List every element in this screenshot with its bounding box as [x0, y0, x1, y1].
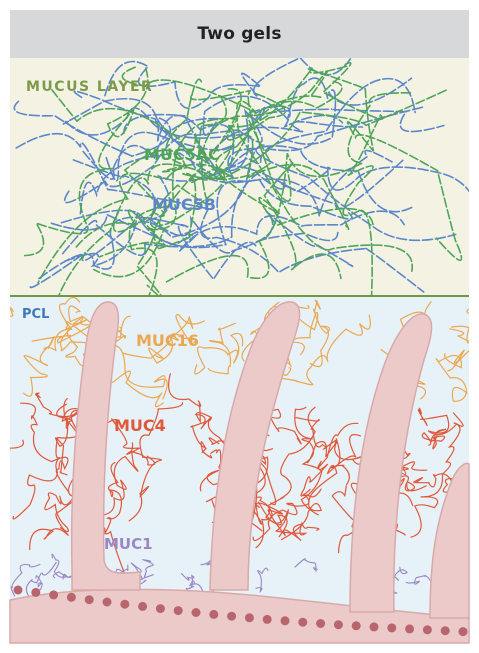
cell-dot: [156, 604, 165, 613]
cell-dot: [138, 602, 147, 611]
pcl-label: PCL: [22, 307, 49, 322]
mucus-layer-label: MUCUS LAYER: [26, 79, 153, 95]
cell-dot: [423, 625, 432, 634]
cell-dot: [103, 598, 112, 607]
cell-dot: [174, 606, 183, 615]
cell-dot: [31, 588, 40, 597]
cell-dot: [67, 593, 76, 602]
muc16-label: MUC16: [136, 331, 199, 350]
cell-dot: [245, 613, 254, 622]
cell-dot: [459, 627, 468, 636]
cell-dot: [334, 620, 343, 629]
cell-dot: [441, 626, 450, 635]
muc5ac-label: MUC5AC: [144, 145, 220, 164]
cell-dot: [227, 612, 236, 621]
cell-dot: [281, 616, 290, 625]
panel-title: Two gels: [197, 24, 281, 44]
muc4-label: MUC4: [114, 416, 166, 435]
cell-dot: [298, 618, 307, 627]
cell-dot: [120, 600, 129, 609]
cell-dot: [370, 622, 379, 631]
cell-dot: [352, 621, 361, 630]
muc5b-label: MUC5B: [152, 195, 216, 214]
muc1-label: MUC1: [104, 535, 153, 553]
cell-dot: [49, 590, 58, 599]
cell-dot: [85, 595, 94, 604]
panel-title-bar: Two gels: [10, 10, 469, 58]
cell-dot: [387, 623, 396, 632]
cell-dot: [316, 619, 325, 628]
cell-dot: [209, 610, 218, 619]
cell-dot: [405, 624, 414, 633]
cell-dot: [14, 586, 23, 595]
cell-dot: [192, 608, 201, 617]
cell-dot: [263, 615, 272, 624]
